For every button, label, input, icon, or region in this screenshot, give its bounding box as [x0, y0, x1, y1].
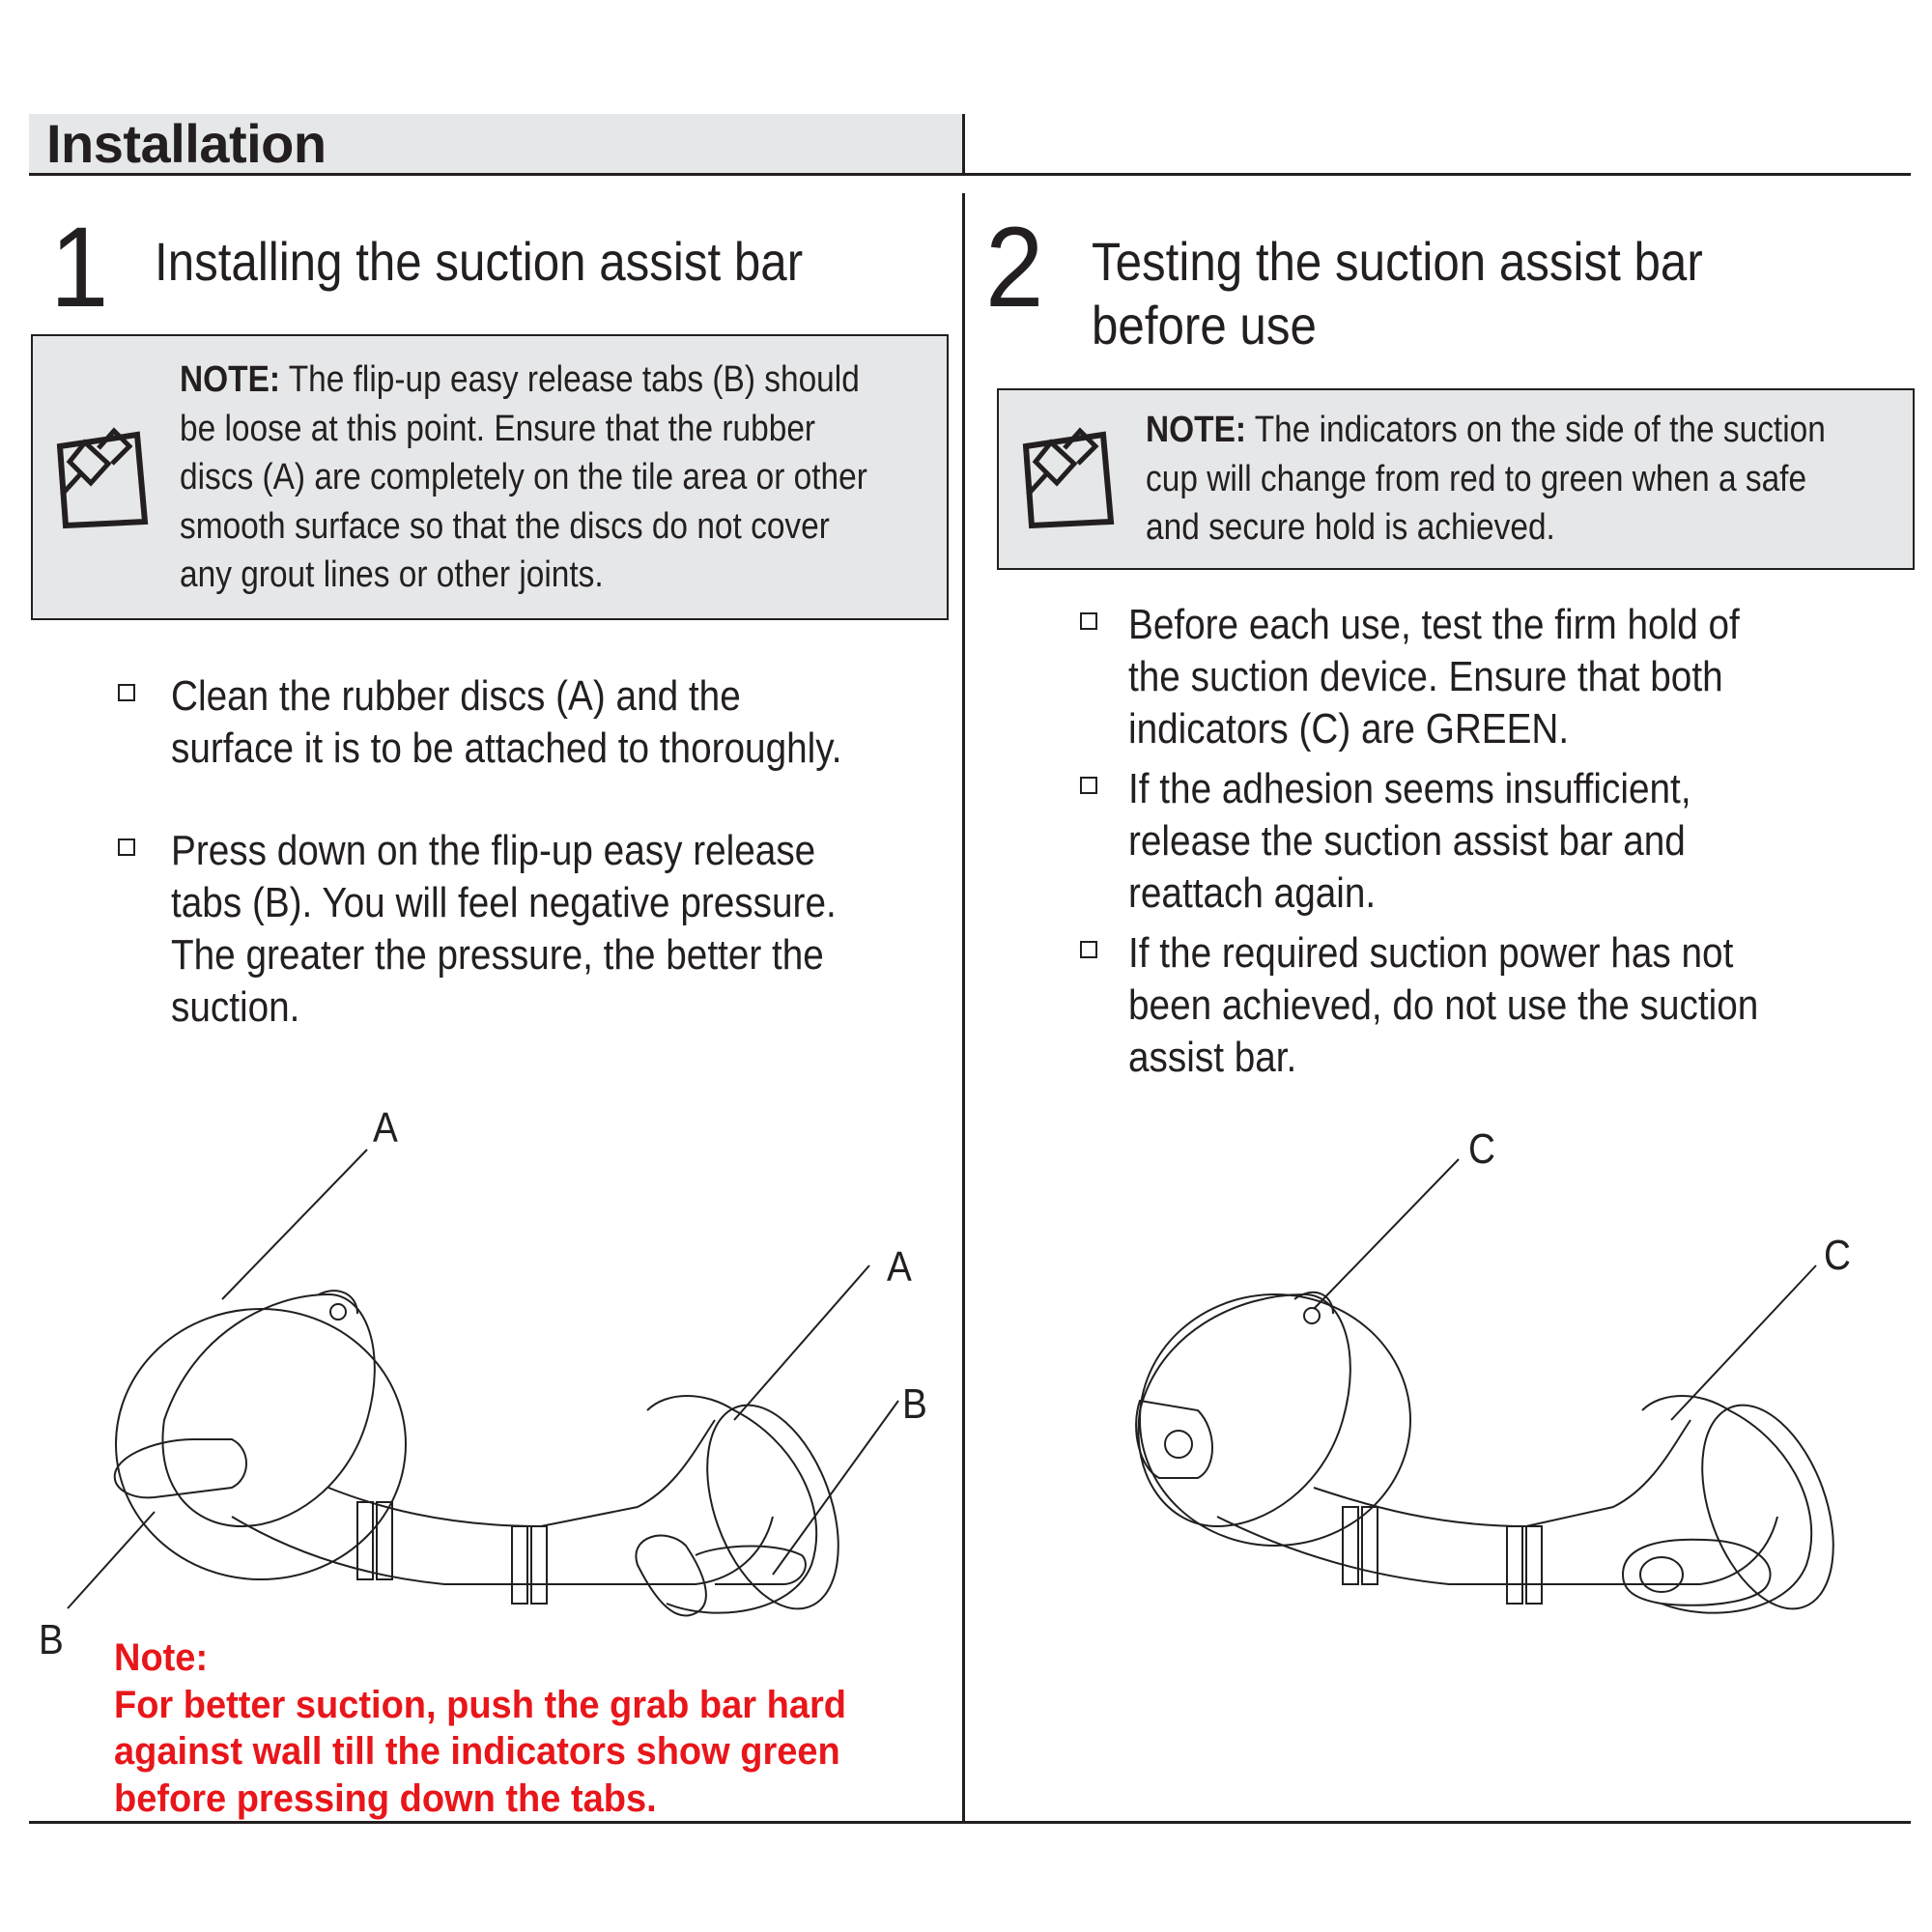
- note-label: NOTE:: [1146, 410, 1247, 450]
- section-header-bar: [29, 114, 963, 174]
- bottom-rule: [29, 1821, 1911, 1824]
- step-2-note-box: [997, 388, 1915, 570]
- callout-a-right: A: [887, 1243, 912, 1291]
- step-2-number: 2: [985, 204, 1043, 331]
- step-2-title: Testing the suction assist bar before us…: [1092, 231, 1703, 355]
- checkbox-square-icon: [1080, 777, 1097, 794]
- callout-b-left: B: [39, 1616, 64, 1663]
- step-2-note-text: NOTE: The indicators on the side of the …: [1146, 410, 1826, 548]
- checkbox-square-icon: [118, 838, 135, 856]
- step-1-note-text: NOTE: The flip-up easy release tabs (B) …: [180, 359, 867, 595]
- checkbox-square-icon: [118, 684, 135, 701]
- callout-c-top: C: [1468, 1125, 1495, 1173]
- suction-bar-illustration-step1: [67, 1149, 899, 1617]
- checkbox-square-icon: [1080, 941, 1097, 958]
- checkbox-square-icon: [1080, 612, 1097, 630]
- suction-bar-illustration-step2: [1135, 1158, 1834, 1614]
- section-title: Installation: [46, 113, 327, 174]
- callout-b-right: B: [902, 1380, 927, 1428]
- pushpin-note-icon: [56, 427, 149, 529]
- top-rule: [29, 173, 1911, 176]
- step-1-title: Installing the suction assist bar: [155, 231, 804, 292]
- red-warning-note: Note: For better suction, push the grab …: [114, 1636, 846, 1820]
- header-divider: [962, 114, 965, 174]
- step-1-note-box: [31, 334, 949, 620]
- column-divider: [962, 193, 965, 1822]
- pushpin-note-icon: [1022, 427, 1115, 529]
- callout-c-right: C: [1824, 1232, 1851, 1279]
- callout-a-top: A: [373, 1104, 398, 1151]
- note-label: NOTE:: [180, 359, 281, 400]
- step-1-number: 1: [50, 204, 108, 331]
